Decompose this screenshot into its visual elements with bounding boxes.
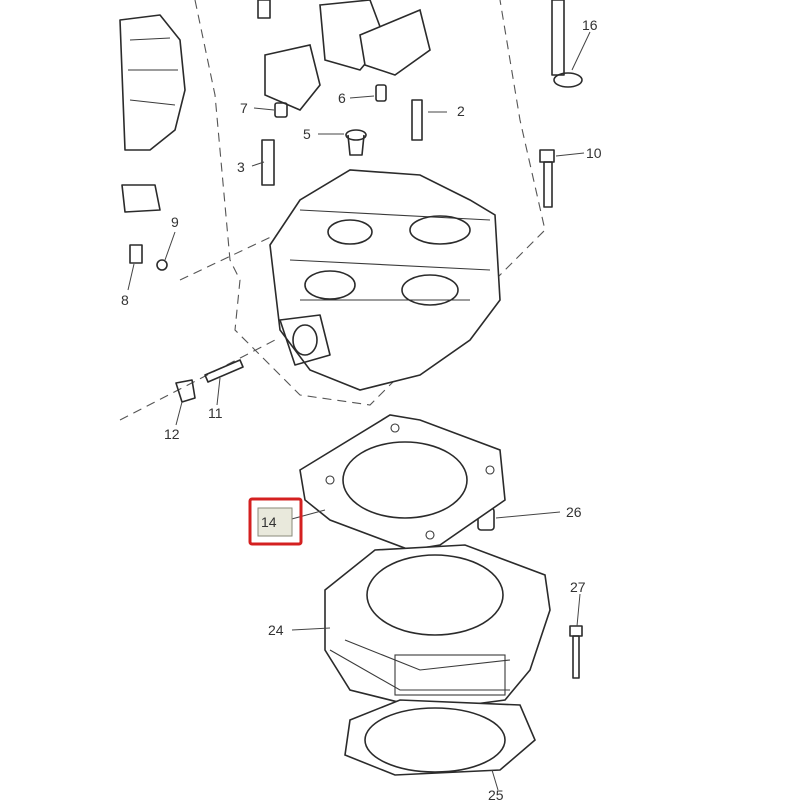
assembly-outline-left xyxy=(119,339,276,421)
head-cover-part xyxy=(119,14,186,213)
callout-14-highlight xyxy=(248,497,303,546)
callout-9: 9 xyxy=(171,214,179,230)
callout-11: 11 xyxy=(208,405,223,421)
callout-8: 8 xyxy=(121,292,129,308)
callout-2: 2 xyxy=(457,103,465,119)
leader-lines xyxy=(127,31,591,791)
callout-5: 5 xyxy=(303,126,311,142)
fastener-parts xyxy=(129,0,583,679)
cylinder-part xyxy=(324,544,551,711)
callout-10: 10 xyxy=(586,145,602,161)
base-gasket-part xyxy=(344,699,536,776)
assembly-outline-mid xyxy=(179,234,276,281)
callout-14: 14 xyxy=(261,514,277,530)
callout-7: 7 xyxy=(240,100,248,116)
head-gasket-part xyxy=(299,414,506,551)
callout-25: 25 xyxy=(488,787,504,800)
callout-26: 26 xyxy=(566,504,582,520)
callout-6: 6 xyxy=(338,90,346,106)
camshaft-cap-part xyxy=(257,0,431,111)
callout-16: 16 xyxy=(582,17,598,33)
callout-24: 24 xyxy=(268,622,284,638)
callout-12: 12 xyxy=(164,426,180,442)
callout-27: 27 xyxy=(570,579,586,595)
callout-3: 3 xyxy=(237,159,245,175)
assembly-outline-upper xyxy=(194,0,546,406)
callout-14-tag xyxy=(257,507,293,537)
cylinder-head-part xyxy=(269,169,501,391)
